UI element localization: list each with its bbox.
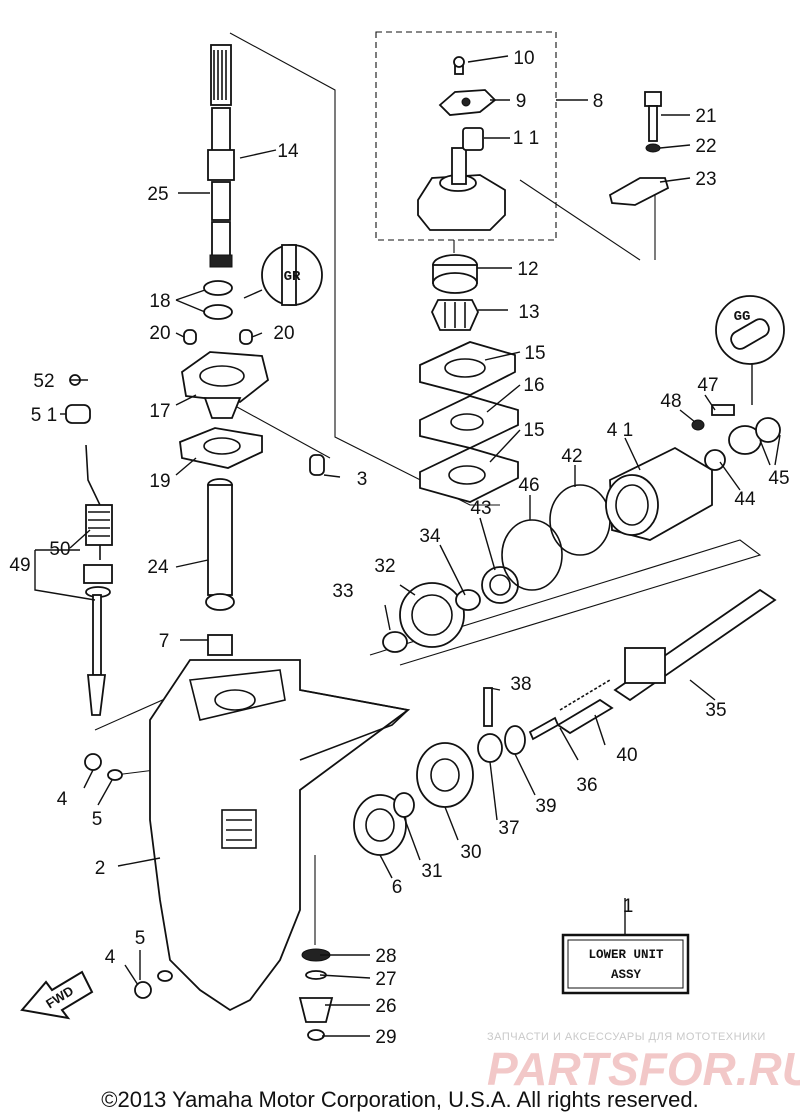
reverse-gear-group — [416, 687, 526, 808]
impeller-group — [431, 254, 479, 331]
part-label-21: 21 — [695, 106, 716, 127]
part-label-4a: 4 — [57, 789, 68, 810]
part-label-36: 36 — [576, 775, 597, 796]
shift-rod — [65, 374, 113, 716]
prop-shaft-housing — [501, 404, 781, 591]
part-label-15a: 15 — [524, 343, 545, 364]
part-label-5a: 5 — [92, 809, 103, 830]
part-label-12: 12 — [517, 259, 538, 280]
part-label-25: 25 — [147, 184, 168, 205]
part-label-7: 7 — [159, 631, 170, 652]
oil-seal-housing — [179, 280, 325, 476]
part-label-14: 14 — [277, 141, 299, 162]
part-label-13: 13 — [518, 302, 539, 323]
part-label-17: 17 — [149, 401, 170, 422]
part-label-23: 23 — [695, 169, 716, 190]
part-label-40: 40 — [616, 745, 637, 766]
water-pump-housing — [417, 56, 506, 231]
part-label-44: 44 — [734, 489, 756, 510]
copyright-notice: ©2013 Yamaha Motor Corporation, U.S.A. A… — [101, 1087, 698, 1112]
lubricant-badge-gg: GG — [715, 295, 785, 405]
part-label-45: 45 — [768, 468, 789, 489]
part-label-52: 52 — [33, 371, 54, 392]
lubricant-mark-right: GG — [734, 309, 751, 325]
part-label-4b: 4 — [105, 947, 116, 968]
leader-lines — [34, 55, 781, 1037]
part-label-39: 39 — [535, 796, 556, 817]
watermark: ЗАПЧАСТИ И АКСЕССУАРЫ ДЛЯ МОТОТЕХНИКИ PA… — [487, 1031, 800, 1095]
drive-shaft — [207, 44, 235, 268]
part-label-11: 1 1 — [513, 128, 539, 149]
part-label-30: 30 — [460, 842, 481, 863]
part-label-22: 22 — [695, 136, 716, 157]
part-label-46: 46 — [518, 475, 539, 496]
lower-case — [149, 659, 411, 1012]
part-label-43: 43 — [470, 498, 491, 519]
guide-lines — [94, 31, 762, 945]
forward-gear-group — [382, 566, 519, 653]
part-label-18: 18 — [149, 291, 170, 312]
assy-line-2: ASSY — [611, 968, 642, 982]
part-label-9: 9 — [516, 91, 527, 112]
part-label-41: 4 1 — [607, 420, 633, 441]
part-label-49: 49 — [9, 555, 30, 576]
part-label-32: 32 — [374, 556, 395, 577]
part-label-16: 16 — [523, 375, 544, 396]
part-label-3: 3 — [357, 469, 368, 490]
part-label-37: 37 — [498, 818, 519, 839]
part-label-8: 8 — [593, 91, 604, 112]
part-label-27: 27 — [375, 969, 396, 990]
part-label-20a: 20 — [149, 323, 170, 344]
part-label-20b: 20 — [273, 323, 294, 344]
pinion-group — [298, 948, 334, 1041]
small-fasteners — [84, 753, 173, 999]
propeller-shaft — [528, 588, 777, 741]
lubricant-mark-top: GR — [284, 269, 301, 285]
part-label-2: 2 — [95, 858, 106, 879]
part-label-1: 1 — [623, 896, 634, 917]
watermark-tagline: ЗАПЧАСТИ И АКСЕССУАРЫ ДЛЯ МОТОТЕХНИКИ — [487, 1031, 766, 1043]
part-label-35: 35 — [705, 700, 726, 721]
lubricant-badge-gr: GR — [243, 244, 323, 306]
assembly-label-box: LOWER UNIT ASSY — [561, 933, 690, 995]
part-label-38: 38 — [510, 674, 531, 695]
bolt-bracket — [608, 91, 670, 206]
part-label-6: 6 — [392, 877, 403, 898]
ball-bearing — [353, 792, 415, 856]
part-label-15b: 15 — [523, 420, 544, 441]
part-label-26: 26 — [375, 996, 396, 1017]
part-label-42: 42 — [561, 446, 582, 467]
part-labels: 1 2 3 4 4 5 5 6 7 8 9 10 1 1 12 13 14 15… — [9, 48, 789, 1048]
part-label-33: 33 — [332, 581, 353, 602]
part-label-51: 5 1 — [31, 405, 57, 426]
part-label-48: 48 — [660, 391, 681, 412]
part-label-19: 19 — [149, 471, 170, 492]
part-label-34: 34 — [419, 526, 441, 547]
part-label-31: 31 — [421, 861, 442, 882]
water-tube — [205, 478, 235, 656]
pump-plates — [419, 341, 519, 503]
part-label-50: 50 — [49, 539, 70, 560]
part-label-29: 29 — [375, 1027, 396, 1048]
assy-line-1: LOWER UNIT — [588, 948, 664, 962]
forward-arrow-icon: FWD — [20, 970, 94, 1020]
part-label-24: 24 — [147, 557, 169, 578]
part-label-10: 10 — [513, 48, 534, 69]
watermark-logo: PARTSFOR.RU — [487, 1043, 800, 1095]
part-label-28: 28 — [375, 946, 396, 967]
part-label-47: 47 — [697, 375, 718, 396]
part-label-5b: 5 — [135, 928, 146, 949]
